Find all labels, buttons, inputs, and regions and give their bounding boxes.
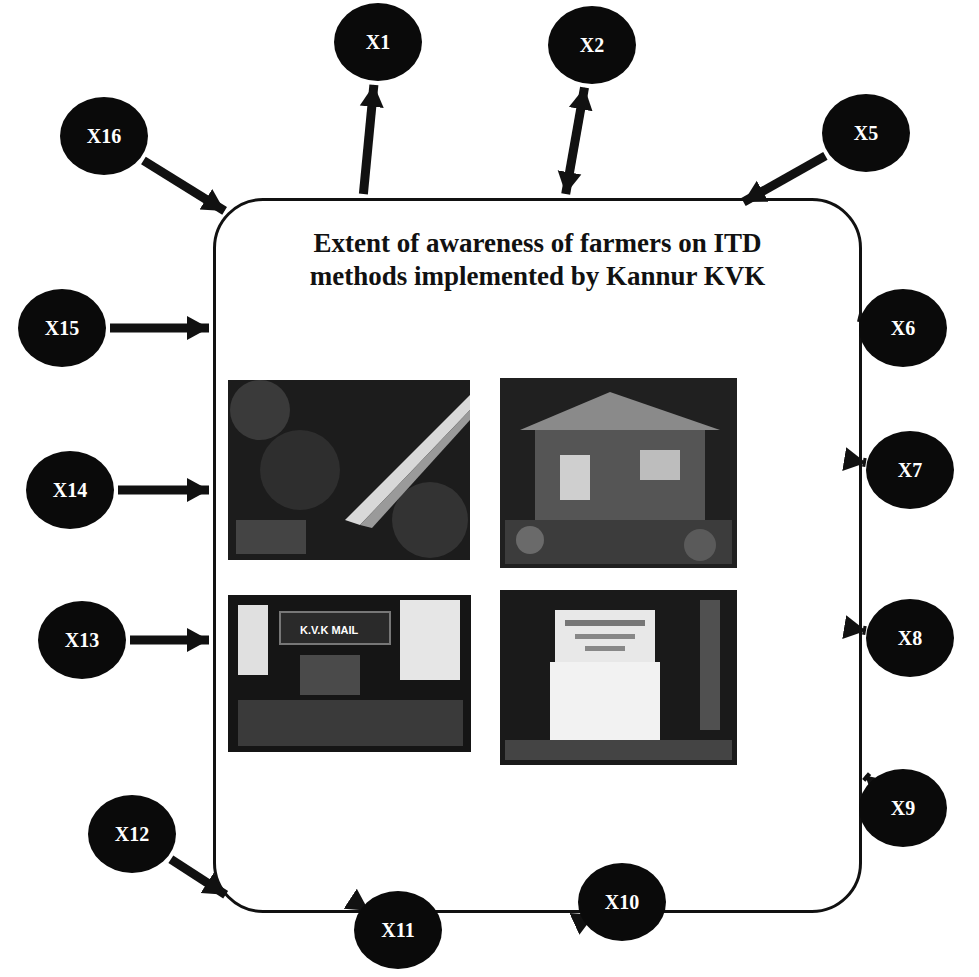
variable-label: X15 [45, 317, 79, 340]
photo-text: K.V.K MAIL [300, 624, 358, 636]
variable-circle: X7 [866, 431, 954, 509]
variable-label: X12 [115, 823, 149, 846]
variable-circle: X16 [60, 97, 148, 175]
variable-circle: X10 [578, 863, 666, 941]
photo-signboard [500, 590, 737, 765]
variable-circle: X15 [18, 289, 106, 367]
variable-circle: X9 [859, 769, 947, 847]
arrow-connector [143, 160, 224, 210]
variable-circle: X14 [26, 451, 114, 529]
arrow-connector [110, 324, 209, 333]
arrow-connector [743, 156, 825, 202]
variable-label: X1 [366, 31, 390, 54]
photo-tree [228, 380, 470, 560]
arrow-connector [171, 859, 226, 895]
variable-circle: X2 [548, 6, 636, 84]
variable-circle: X5 [822, 94, 910, 172]
arrow-connector [363, 85, 373, 194]
arrow-connector [118, 486, 209, 495]
photo-house [500, 378, 737, 568]
box-title: Extent of awareness of farmers on ITD me… [303, 227, 773, 293]
variable-label: X5 [854, 122, 878, 145]
variable-circle: X12 [88, 795, 176, 873]
photo-mailbox [228, 595, 471, 752]
variable-label: X2 [580, 34, 604, 57]
variable-label: X9 [891, 797, 915, 820]
variable-circle: X13 [38, 601, 126, 679]
variable-label: X8 [898, 627, 922, 650]
arrow-connector [865, 776, 868, 779]
variable-label: X7 [898, 459, 922, 482]
central-box: Extent of awareness of farmers on ITD me… [213, 198, 862, 913]
variable-label: X11 [381, 919, 414, 942]
variable-circle: X8 [866, 599, 954, 677]
variable-circle: X1 [334, 3, 422, 81]
variable-label: X6 [891, 317, 915, 340]
variable-label: X14 [53, 479, 87, 502]
variable-label: X10 [605, 891, 639, 914]
variable-circle: X11 [354, 891, 442, 969]
arrow-connector [130, 636, 209, 645]
variable-label: X16 [87, 125, 121, 148]
variable-circle: X6 [859, 289, 947, 367]
variable-label: X13 [65, 629, 99, 652]
arrow-connector [566, 87, 585, 194]
